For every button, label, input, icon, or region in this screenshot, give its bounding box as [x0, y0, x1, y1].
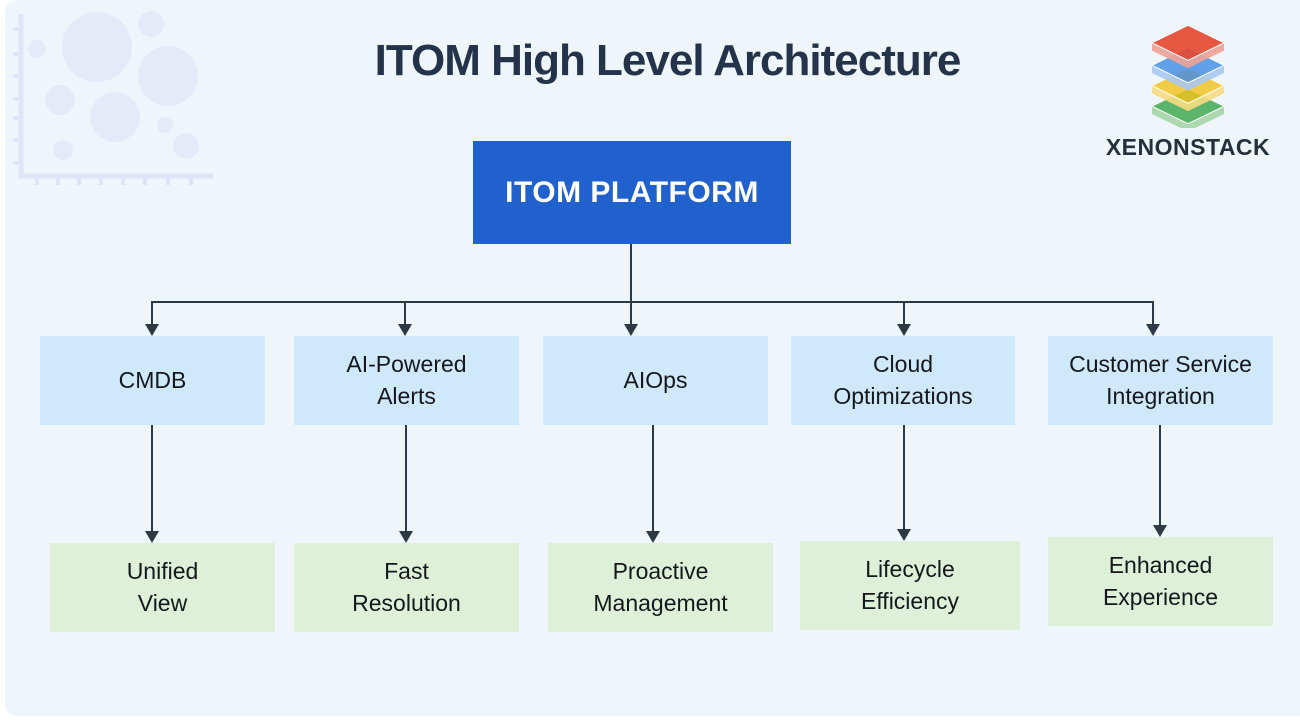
connector-col-3: [652, 425, 654, 531]
bubble-chart-decoration: [13, 11, 213, 185]
connector-drop-1: [151, 303, 153, 324]
node-cmdb: CMDB: [40, 336, 265, 425]
connector-col-5: [1159, 425, 1161, 525]
connector-col-1: [151, 425, 153, 531]
node-itom-platform: ITOM PLATFORM: [473, 141, 791, 244]
connector-drop-4: [903, 303, 905, 324]
xenonstack-wordmark: XENONSTACK: [1105, 134, 1271, 160]
arrowhead-down-icon: [1153, 525, 1167, 537]
arrowhead-down-icon: [624, 324, 638, 336]
stacked-layers-icon: [1150, 24, 1226, 128]
connector-col-2: [405, 425, 407, 531]
connector-col-4: [903, 425, 905, 529]
node-ai-powered-alerts: AI-Powered Alerts: [294, 336, 519, 425]
page-title: ITOM High Level Architecture: [374, 36, 962, 85]
arrowhead-down-icon: [145, 531, 159, 543]
arrowhead-down-icon: [897, 529, 911, 541]
connector-crossbar: [151, 301, 1154, 303]
node-unified-view: Unified View: [50, 543, 275, 632]
node-cloud-optimizations: Cloud Optimizations: [791, 336, 1015, 425]
diagram-canvas: ITOM High Level Architecture: [5, 0, 1300, 716]
node-enhanced-experience: Enhanced Experience: [1048, 537, 1273, 626]
arrowhead-down-icon: [399, 531, 413, 543]
node-fast-resolution: Fast Resolution: [294, 543, 519, 632]
node-customer-service-integration: Customer Service Integration: [1048, 336, 1273, 425]
node-aiops: AIOps: [543, 336, 768, 425]
arrowhead-down-icon: [646, 531, 660, 543]
node-proactive-management: Proactive Management: [548, 543, 773, 632]
arrowhead-down-icon: [398, 324, 412, 336]
node-lifecycle-efficiency: Lifecycle Efficiency: [800, 541, 1020, 630]
xenonstack-logo: XENONSTACK: [1098, 22, 1278, 161]
arrowhead-down-icon: [897, 324, 911, 336]
arrowhead-down-icon: [1146, 324, 1160, 336]
connector-drop-5: [1152, 303, 1154, 324]
connector-drop-2: [404, 303, 406, 324]
arrowhead-down-icon: [145, 324, 159, 336]
connector-stem: [630, 244, 632, 324]
